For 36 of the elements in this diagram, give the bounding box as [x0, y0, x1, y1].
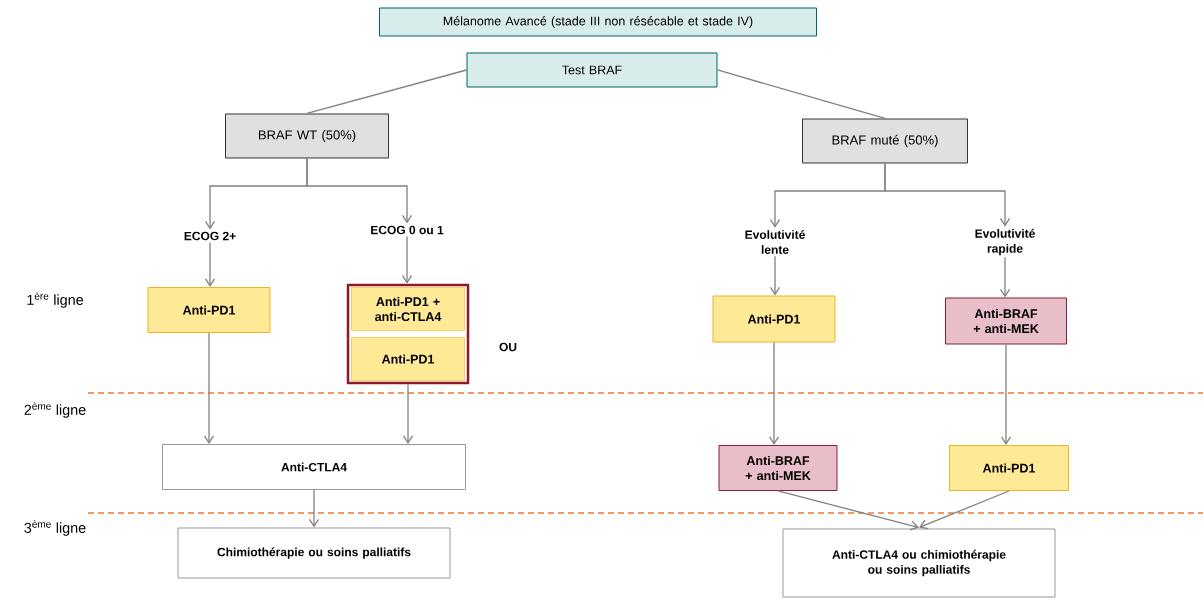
group-box: BRAF muté (50%) [802, 118, 968, 164]
title-box: Mélanome Avancé (stade III non résécable et stade IV) [379, 7, 817, 37]
condition-label: Evolutivité lente [745, 230, 805, 254]
condition-label: ECOG 2+ [184, 231, 236, 241]
group-box: BRAF WT (50%) [225, 113, 389, 159]
treatment-box: Anti-BRAF + anti-MEK [945, 297, 1067, 345]
treatment-box: Anti-CTLA4 ou chimiothérapie ou soins palliatifs [782, 528, 1056, 598]
arrow [769, 255, 781, 296]
test-box: Test BRAF [466, 52, 718, 88]
arrow [203, 332, 215, 444]
arrow [777, 490, 919, 531]
treatment-box: Anti-PD1 [147, 287, 271, 333]
treatment-box: Chimiothérapie ou soins palliatifs [177, 527, 451, 579]
row-label: 3$^{ème}$ ligne [24, 520, 86, 536]
treatment-box: Anti-BRAF + anti-MEK [718, 445, 838, 491]
arrow [1000, 343, 1012, 445]
row-label: 1$^{ère}$ ligne [27, 292, 84, 308]
arrow [204, 241, 216, 287]
treatment-box: Anti-PD1 [712, 295, 836, 343]
condition-label: ECOG 0 ou 1 [371, 225, 444, 235]
arrow [308, 489, 320, 528]
arrow [884, 162, 1011, 227]
option-frame [346, 283, 470, 385]
treatment-box: Anti-PD1 [949, 445, 1069, 491]
condition-label: Evolutivité rapide [975, 228, 1035, 256]
arrow [306, 157, 413, 224]
or-label: OU [499, 342, 517, 352]
treatment-box: Anti-PD1 + anti-CTLA4 [351, 287, 465, 331]
arrow [768, 341, 780, 445]
treatment-box: Anti-CTLA4 [162, 444, 466, 490]
treatment-box: Anti-PD1 [351, 337, 465, 381]
arrow [999, 256, 1011, 298]
arrow [401, 235, 413, 284]
arrow [402, 383, 414, 444]
row-label: 2$^{ème}$ ligne [24, 402, 86, 418]
arrow [919, 490, 1010, 530]
